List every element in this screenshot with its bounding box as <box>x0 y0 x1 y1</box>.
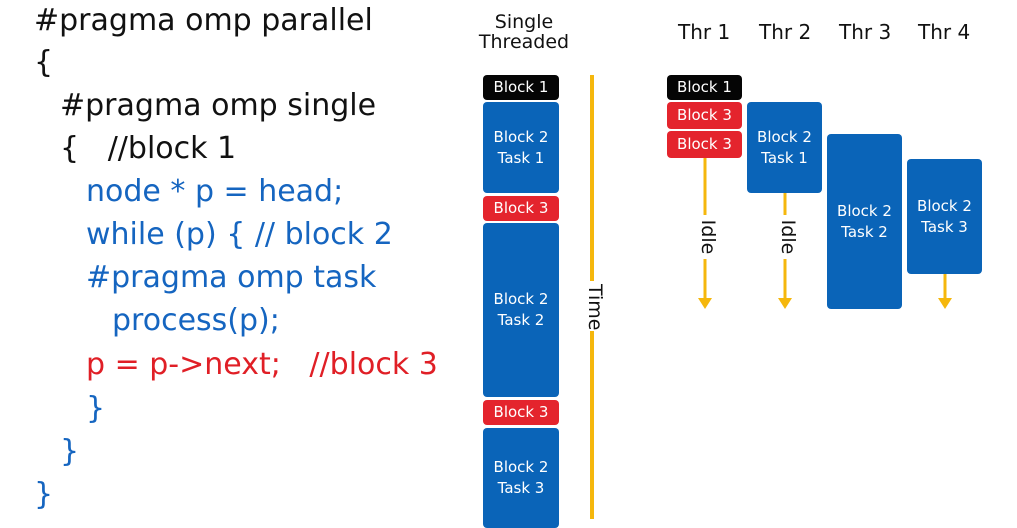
thr3-block-2-task-2-label: Block 2 <box>837 201 892 220</box>
single-block-2-task-1-sublabel: Task 1 <box>497 148 545 167</box>
single-threaded-header-line1: Single <box>494 11 554 33</box>
thr4-arrow <box>938 274 952 309</box>
code-line-7: #pragma omp task <box>86 260 377 295</box>
single-block-3-a: Block 3 <box>483 196 559 221</box>
thr3-block-2-task-2-sublabel: Task 2 <box>841 222 888 241</box>
single-block-3-b: Block 3 <box>483 400 559 425</box>
code-line-12: } <box>34 477 54 512</box>
code-line-10: } <box>86 391 106 426</box>
thread-header-3: Thr 3 <box>839 20 892 44</box>
thread-header-2: Thr 2 <box>759 20 812 44</box>
time-axis-label: Time <box>583 281 607 331</box>
thr4-block-2-task-3: Block 2 Task 3 <box>907 159 982 274</box>
thr1-idle-label: Idle <box>697 215 719 259</box>
thr1-block-1-label: Block 1 <box>677 78 732 96</box>
thr2-block-2-task-1: Block 2 Task 1 <box>747 102 822 193</box>
thr1-block-1: Block 1 <box>667 75 742 100</box>
thr3-block-2-task-2: Block 2 Task 2 <box>827 134 902 309</box>
code-line-4: { //block 1 <box>60 131 237 166</box>
code-line-11: } <box>60 434 80 469</box>
code-line-6: while (p) { // block 2 <box>86 217 393 252</box>
code-line-2: { <box>34 45 54 80</box>
thr1-block-3-b: Block 3 <box>667 131 742 158</box>
single-block-3-a-label: Block 3 <box>493 199 549 217</box>
thr1-block-3-b-label: Block 3 <box>677 135 732 153</box>
single-threaded-header: Single Threaded <box>476 12 572 52</box>
single-threaded-header-line2: Threaded <box>478 31 570 53</box>
single-block-2-task-3: Block 2 Task 3 <box>483 428 559 528</box>
single-block-3-b-label: Block 3 <box>493 403 549 421</box>
thr1-block-3-a: Block 3 <box>667 102 742 129</box>
code-line-9: p = p->next; //block 3 <box>86 347 438 382</box>
code-line-5: node * p = head; <box>86 174 344 209</box>
single-block-1: Block 1 <box>483 75 559 100</box>
single-block-2-task-1-label: Block 2 <box>493 127 549 146</box>
single-block-2-task-2: Block 2 Task 2 <box>483 223 559 397</box>
code-line-1: #pragma omp parallel <box>34 3 373 38</box>
single-block-2-task-3-sublabel: Task 3 <box>497 479 545 497</box>
thr2-block-2-task-1-label: Block 2 <box>757 127 812 146</box>
single-block-2-task-1: Block 2 Task 1 <box>483 102 559 193</box>
thread-header-4: Thr 4 <box>918 20 971 44</box>
code-line-8: process(p); <box>112 303 280 338</box>
thr2-block-2-task-1-sublabel: Task 1 <box>761 148 808 167</box>
thread-header-1: Thr 1 <box>678 20 731 44</box>
single-block-2-task-3-label: Block 2 <box>493 458 549 476</box>
single-block-1-label: Block 1 <box>493 78 549 96</box>
single-block-2-task-2-sublabel: Task 2 <box>497 311 545 329</box>
thr4-block-2-task-3-label: Block 2 <box>917 196 972 215</box>
thr4-block-2-task-3-sublabel: Task 3 <box>921 217 968 236</box>
single-block-2-task-2-label: Block 2 <box>493 290 549 308</box>
thr2-idle-label: Idle <box>777 215 799 259</box>
thr1-block-3-a-label: Block 3 <box>677 106 732 124</box>
code-line-3: #pragma omp single <box>60 88 377 123</box>
